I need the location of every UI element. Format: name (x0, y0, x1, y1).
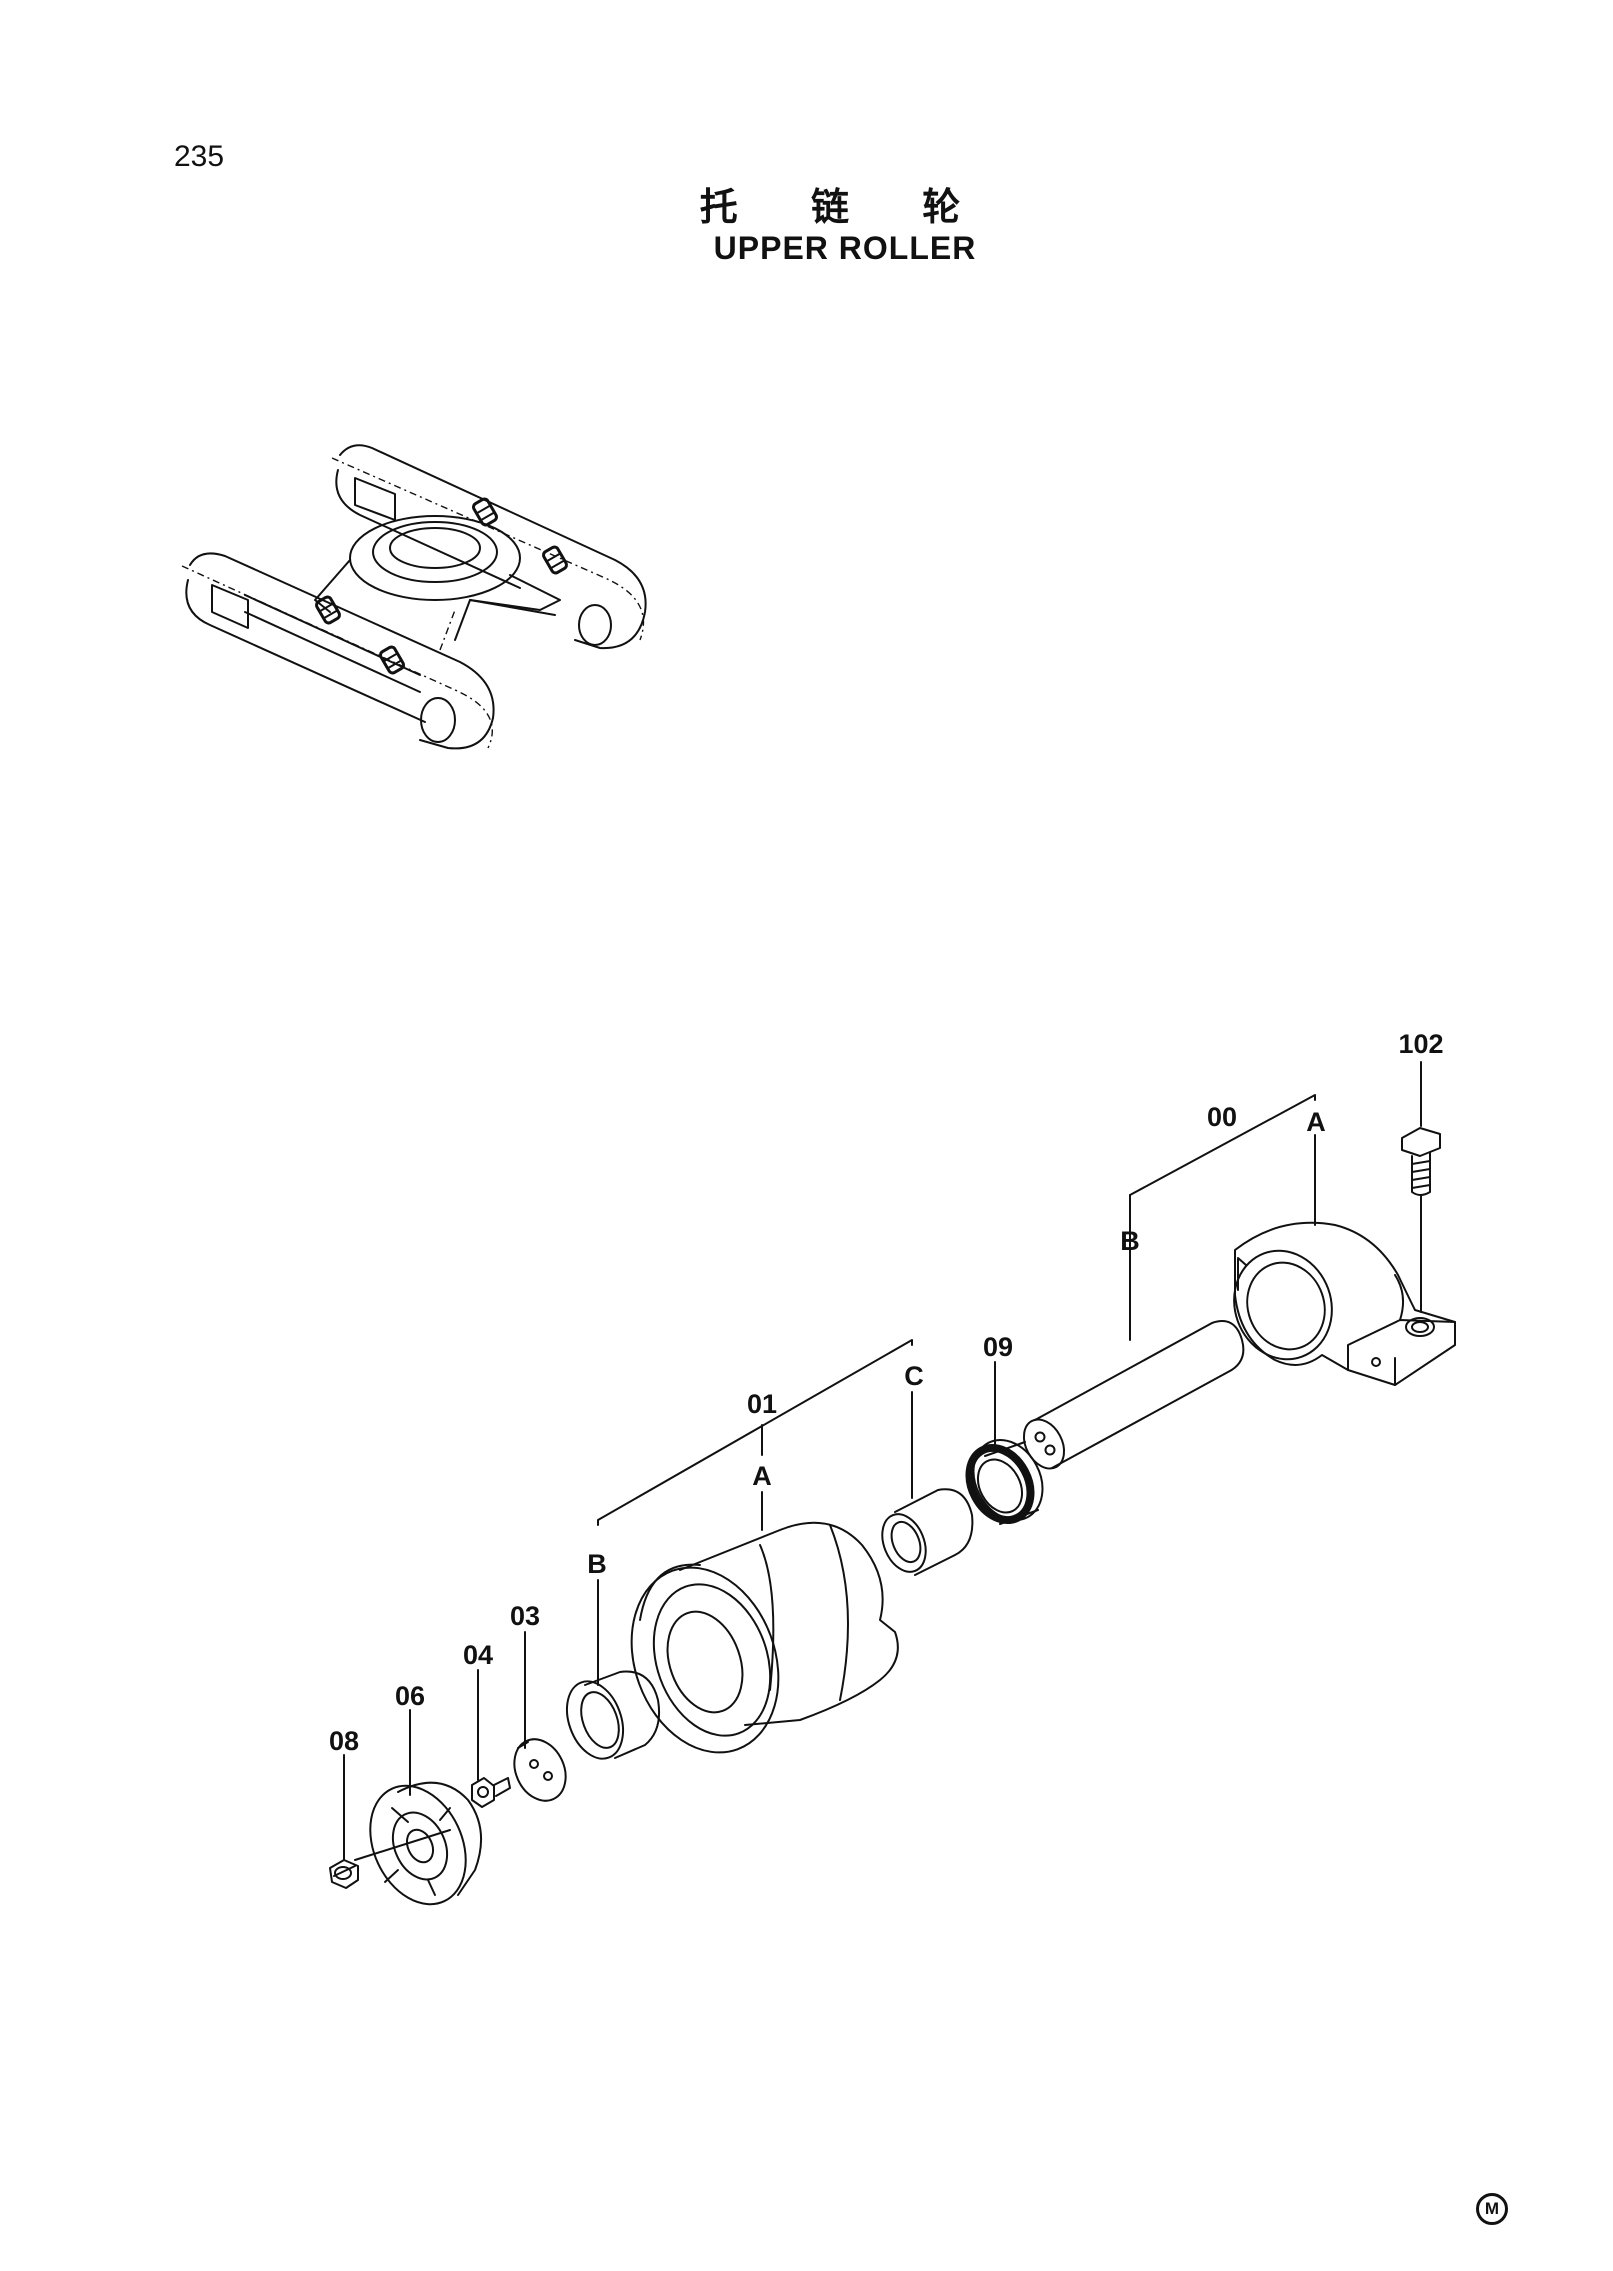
part-09-seal (965, 1438, 1044, 1525)
label-01-a: A (752, 1461, 772, 1491)
part-01-c-bushing (881, 1488, 974, 1576)
label-00-b: B (1120, 1226, 1140, 1256)
part-labels: 102 00 A B 09 01 A C B 03 04 06 08 (329, 1029, 1444, 1756)
page-number: 235 (174, 140, 225, 173)
manufacturer-mark: M (1476, 2193, 1508, 2225)
part-00-shaft (1022, 1320, 1245, 1470)
undercarriage-overview-drawing (181, 444, 647, 750)
leader-lines (343, 1061, 1422, 1861)
part-102-bolt (1401, 1127, 1441, 1196)
label-08: 08 (329, 1726, 359, 1756)
far-track-frame (331, 444, 647, 650)
label-01-b: B (587, 1549, 607, 1579)
upper-roller-locations (315, 497, 568, 675)
near-track-frame (181, 552, 495, 750)
part-01-b-bushing (565, 1670, 661, 1760)
title-chinese: 托 链 轮 (699, 185, 991, 229)
label-01-c: C (904, 1361, 924, 1391)
part-08-plug (329, 1859, 359, 1889)
part-00-bracket (1233, 1221, 1456, 1386)
center-frame (314, 515, 561, 651)
label-00: 00 (1207, 1102, 1237, 1132)
label-102: 102 (1398, 1029, 1443, 1059)
label-04: 04 (463, 1640, 493, 1670)
part-03-washer (513, 1738, 567, 1802)
title-english: UPPER ROLLER (713, 230, 977, 266)
part-06-cover (354, 1781, 483, 1906)
label-03: 03 (510, 1601, 540, 1631)
part-01-a-roller (630, 1521, 899, 1754)
part-04-bolt (471, 1777, 511, 1808)
label-00-a: A (1306, 1107, 1326, 1137)
label-06: 06 (395, 1681, 425, 1711)
label-01: 01 (747, 1389, 777, 1419)
label-09: 09 (983, 1332, 1013, 1362)
